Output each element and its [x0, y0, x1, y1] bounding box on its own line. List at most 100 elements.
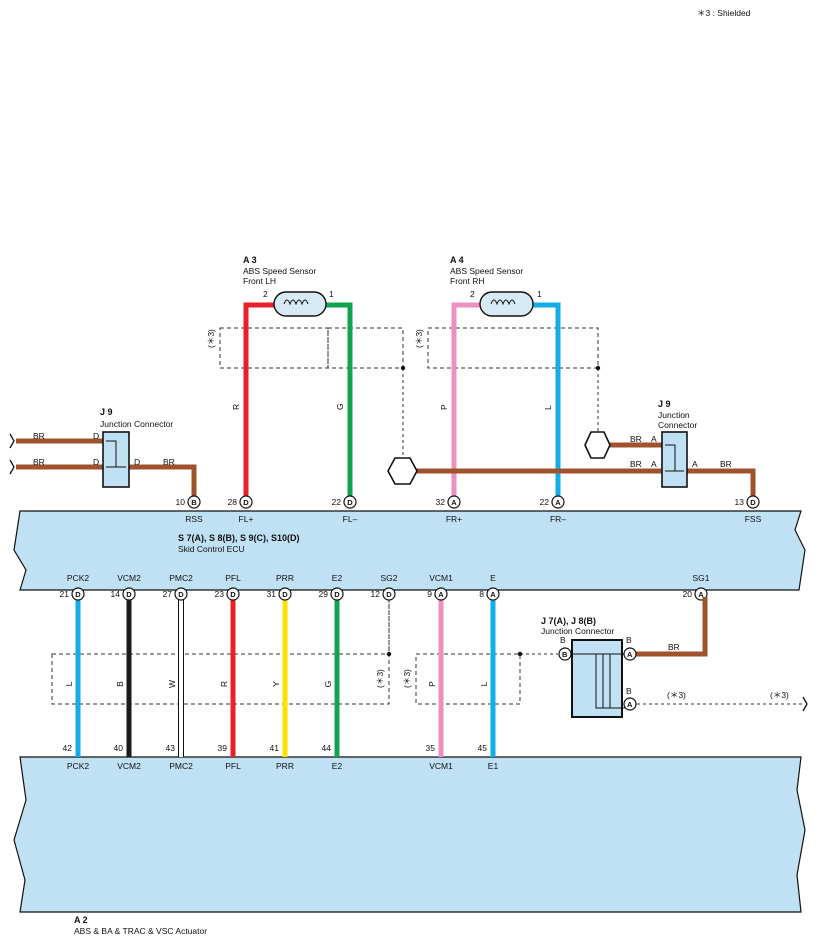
shield-lower-left-label: (＊3)	[375, 669, 385, 688]
j9r-wire2: BR	[630, 459, 642, 469]
pin-number: 20	[683, 589, 693, 599]
pin-connector-letter: B	[191, 498, 197, 507]
pin-connector-letter: D	[230, 590, 236, 599]
coil-lh-icon	[283, 299, 309, 306]
pin-number: 10	[176, 497, 186, 507]
pin-number: 31	[267, 589, 277, 599]
j9r-pin-out: A	[692, 459, 698, 469]
actuator-code: A 2	[74, 915, 88, 925]
pin-label: PRR	[276, 761, 294, 771]
pin-number: 23	[215, 589, 225, 599]
j78-internal	[570, 653, 628, 709]
wire-lh-red-code: R	[231, 404, 241, 410]
j9l-internal	[106, 440, 126, 468]
pin-number: 44	[322, 743, 332, 753]
shield-rh-dot	[595, 365, 601, 371]
pin-label: VCM2	[117, 573, 141, 583]
j78-shield-label-1: (＊3)	[667, 690, 686, 700]
pin-label: FL–	[343, 514, 358, 524]
pin-number: 27	[163, 589, 173, 599]
wire-rh-blue-code: L	[543, 405, 553, 410]
pin-connector-letter: A	[490, 590, 496, 599]
actuator-box	[13, 756, 806, 913]
sensor-lh-pin1: 1	[329, 289, 334, 299]
pin-number: 12	[371, 589, 381, 599]
pin-label: PFL	[225, 573, 241, 583]
sensor-lh-name1: ABS Speed Sensor	[243, 266, 316, 276]
ecu-bottom-pin-E: EA8	[479, 573, 500, 601]
j78-pin-a1-letter: A	[627, 650, 633, 659]
pin-number: 45	[478, 743, 488, 753]
j9r-code: J 9	[658, 399, 671, 409]
pin-number: 40	[114, 743, 124, 753]
sg2-dot	[386, 651, 392, 657]
pin-label: PMC2	[169, 573, 193, 583]
shield-lh-outline-left	[219, 327, 329, 369]
pin-label: FR+	[446, 514, 462, 524]
pin-number: 29	[319, 589, 329, 599]
shield-lh-label: (＊3)	[206, 329, 216, 348]
ground-lh-shield-icon	[387, 457, 418, 485]
pin-label: FR–	[550, 514, 566, 524]
pin-number: 22	[540, 497, 550, 507]
j78-wire-bottom: B	[626, 686, 632, 696]
j78-pin-a1: A	[623, 647, 637, 661]
pin-label: PFL	[225, 761, 241, 771]
sensor-rh-name1: ABS Speed Sensor	[450, 266, 523, 276]
j9r-wire-out: BR	[720, 459, 732, 469]
j9l-name: Junction Connector	[100, 419, 173, 429]
break-mark-3-icon	[802, 696, 808, 712]
wire-color-code: G	[323, 681, 333, 688]
wire-rh-pink-code: P	[439, 404, 449, 410]
shield-rh-outline	[427, 327, 599, 369]
pin-connector-letter: D	[282, 590, 288, 599]
j78-code: J 7(A), J 8(B)	[541, 616, 596, 626]
wire-color-code: L	[64, 681, 74, 686]
pin-connector-letter: A	[451, 498, 457, 507]
j78-pin-b1: B	[558, 647, 572, 661]
pin-connector-letter: D	[386, 590, 392, 599]
j78-pin-b1-letter: B	[562, 650, 568, 659]
pin-label: RSS	[185, 514, 203, 524]
j78-pin-a2: A	[623, 697, 637, 711]
sensor-lh-code: A 3	[243, 255, 257, 265]
shield-lower-right	[415, 653, 521, 705]
wire-lh-green-code: G	[335, 403, 345, 410]
coil-rh-icon	[490, 299, 516, 306]
wire-fl-plus	[243, 302, 275, 501]
pin-number: 9	[427, 589, 432, 599]
wire-color-code: W	[167, 680, 177, 688]
pin-label: E2	[332, 573, 343, 583]
pin-label: PMC2	[169, 761, 193, 771]
j9r-pin1: A	[651, 434, 657, 444]
wire-fr-plus	[451, 302, 481, 501]
pin-connector-letter: A	[698, 590, 704, 599]
j78-name: Junction Connector	[541, 626, 614, 636]
pin-label: PCK2	[67, 761, 89, 771]
pin-label: SG2	[380, 573, 397, 583]
junction-connector-j78	[571, 639, 623, 718]
pin-number: 39	[218, 743, 228, 753]
shield-rh-label: (＊3)	[414, 329, 424, 348]
shield-lh-outline	[327, 327, 404, 369]
wire-color-code: R	[219, 681, 229, 687]
pin-connector-letter: A	[555, 498, 561, 507]
pin-label: E2	[332, 761, 343, 771]
shield-j78-dot	[517, 651, 523, 657]
pin-connector-letter: D	[178, 590, 184, 599]
pin-number: 28	[228, 497, 238, 507]
ecu-name: Skid Control ECU	[178, 544, 245, 554]
pin-connector-letter: D	[750, 498, 756, 507]
